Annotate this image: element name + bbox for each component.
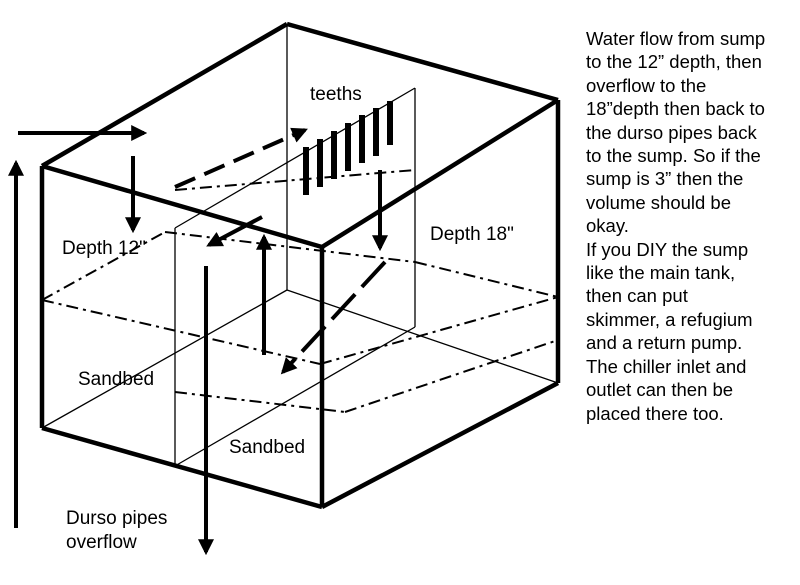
notes-line: 18”depth then back to bbox=[586, 98, 765, 120]
notes-line: and a return pump. bbox=[586, 332, 743, 354]
depth-18-label: Depth 18" bbox=[430, 224, 514, 245]
teeths-label: teeths bbox=[310, 84, 362, 105]
notes-line: overflow to the bbox=[586, 74, 707, 96]
tooth-7 bbox=[387, 101, 393, 145]
overflow-teeth bbox=[303, 101, 393, 195]
sandbed-lines bbox=[174, 339, 559, 413]
notes-line: The chiller inlet and bbox=[586, 355, 747, 377]
notes-line: the durso pipes back bbox=[586, 121, 757, 143]
durso-label-line1: Durso pipes bbox=[66, 508, 168, 529]
tooth-3 bbox=[331, 131, 337, 179]
flow-to-durso-arrow bbox=[280, 260, 387, 375]
notes-line: volume should be bbox=[586, 191, 732, 213]
notes-line: placed there too. bbox=[586, 402, 724, 424]
water-level-lines bbox=[41, 169, 559, 365]
notes-line: okay. bbox=[586, 215, 629, 237]
sandbed-left-label: Sandbed bbox=[78, 369, 155, 390]
tooth-1 bbox=[303, 147, 309, 195]
durso-label-line2: overflow bbox=[66, 532, 137, 553]
notes-line: If you DIY the sump bbox=[586, 238, 749, 260]
notes-line: Water flow from sump bbox=[586, 28, 766, 49]
notes-line: then can put bbox=[586, 285, 688, 307]
sandbed-bottom-label: Sandbed bbox=[229, 437, 306, 458]
tank-hidden-edges bbox=[41, 24, 559, 429]
over-wall-arrow bbox=[206, 215, 263, 247]
flow-arrows bbox=[8, 125, 388, 556]
tooth-4 bbox=[345, 123, 351, 171]
depth-12-label: Depth 12" bbox=[62, 238, 146, 259]
notes-line: skimmer, a refugium bbox=[586, 308, 753, 330]
notes-line: outlet can then be bbox=[586, 379, 734, 401]
tank-outline bbox=[39, 21, 561, 510]
tooth-6 bbox=[373, 108, 379, 156]
notes-line: like the main tank, bbox=[586, 262, 736, 284]
notes-line: sump is 3” then the bbox=[586, 168, 744, 190]
tooth-2 bbox=[317, 139, 323, 187]
notes-line: to the 12” depth, then bbox=[586, 51, 762, 73]
tooth-5 bbox=[359, 115, 365, 163]
notes-line: to the sump. So if the bbox=[586, 145, 761, 167]
flow-to-teeth-arrow bbox=[174, 127, 308, 189]
